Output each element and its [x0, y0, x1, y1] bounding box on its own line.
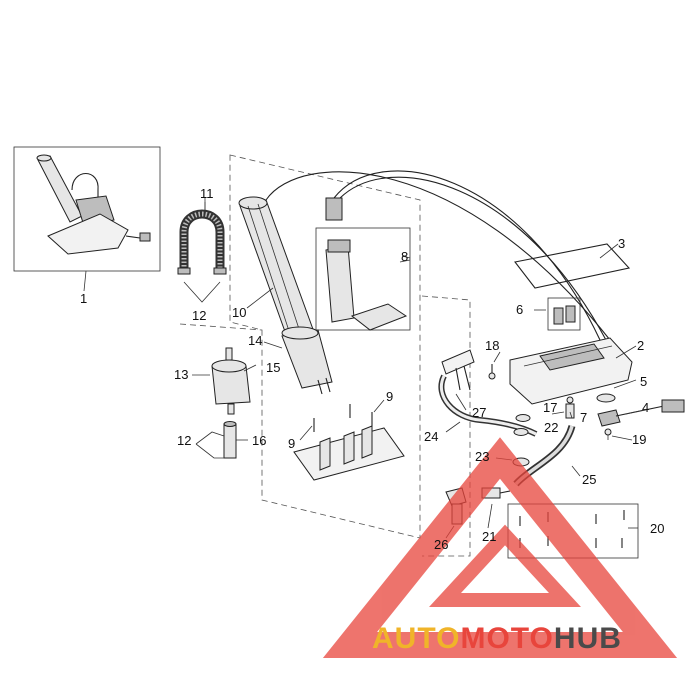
callout-8: 8 — [401, 249, 408, 264]
callout-9a: 9 — [288, 436, 295, 451]
watermark-word-hub: HUB — [554, 622, 622, 655]
hose-24-inner — [440, 375, 537, 436]
callout-26: 26 — [434, 537, 448, 552]
pump-unit-8 — [315, 227, 411, 331]
callout-23: 23 — [475, 449, 489, 464]
assembly-inset — [13, 146, 161, 292]
svg-text:AUTOMOTOHUB: AUTOMOTOHUB — [372, 622, 622, 655]
callout-1: 1 — [80, 291, 87, 306]
callout-5: 5 — [640, 374, 647, 389]
watermark-word-auto: AUTO — [372, 622, 460, 655]
callout-labels: 1 2 3 4 5 6 7 8 9 9 10 11 12 12 13 14 15… — [80, 186, 664, 552]
callout-6: 6 — [516, 302, 523, 317]
callout-17: 17 — [543, 400, 557, 415]
callout-10: 10 — [232, 305, 246, 320]
callout-21: 21 — [482, 529, 496, 544]
hose-11 — [177, 202, 227, 303]
callout-22: 22 — [544, 420, 558, 435]
callout-3: 3 — [618, 236, 625, 251]
callout-12a: 12 — [192, 308, 206, 323]
sensor-connector — [565, 393, 685, 440]
callout-15: 15 — [266, 360, 280, 375]
callout-14: 14 — [248, 333, 262, 348]
callout-13: 13 — [174, 367, 188, 382]
callout-4: 4 — [642, 400, 649, 415]
filter-14 — [281, 326, 333, 395]
hose-16 — [195, 421, 237, 459]
callout-24: 24 — [424, 429, 438, 444]
callout-11: 11 — [200, 186, 214, 201]
gasket-3 — [514, 243, 631, 289]
watermark-text: AUTOMOTOHUB — [372, 622, 622, 655]
wiring-harness — [265, 170, 611, 341]
callout-27: 27 — [472, 405, 486, 420]
callout-2: 2 — [637, 338, 644, 353]
fittings-27 — [441, 349, 475, 391]
pump-cylinder-10 — [238, 196, 315, 341]
callout-7: 7 — [580, 410, 587, 425]
callout-19: 19 — [632, 432, 646, 447]
fuel-filter-13 — [211, 347, 251, 415]
screw-18 — [488, 364, 496, 380]
callout-12b: 12 — [177, 433, 191, 448]
group-frame-plate — [421, 295, 471, 557]
callout-25: 25 — [582, 472, 596, 487]
pump-bracket-9 — [293, 404, 405, 481]
callout-9b: 9 — [386, 389, 393, 404]
flange-plate-2 — [509, 337, 633, 405]
watermark-logo — [322, 437, 678, 658]
callout-20: 20 — [650, 521, 664, 536]
group-frame-pump — [229, 154, 421, 539]
cap-6 — [547, 297, 581, 331]
callout-16: 16 — [252, 433, 266, 448]
callout-18: 18 — [485, 338, 499, 353]
watermark-word-moto: MOTO — [460, 622, 553, 655]
group-frame-link — [179, 323, 263, 331]
